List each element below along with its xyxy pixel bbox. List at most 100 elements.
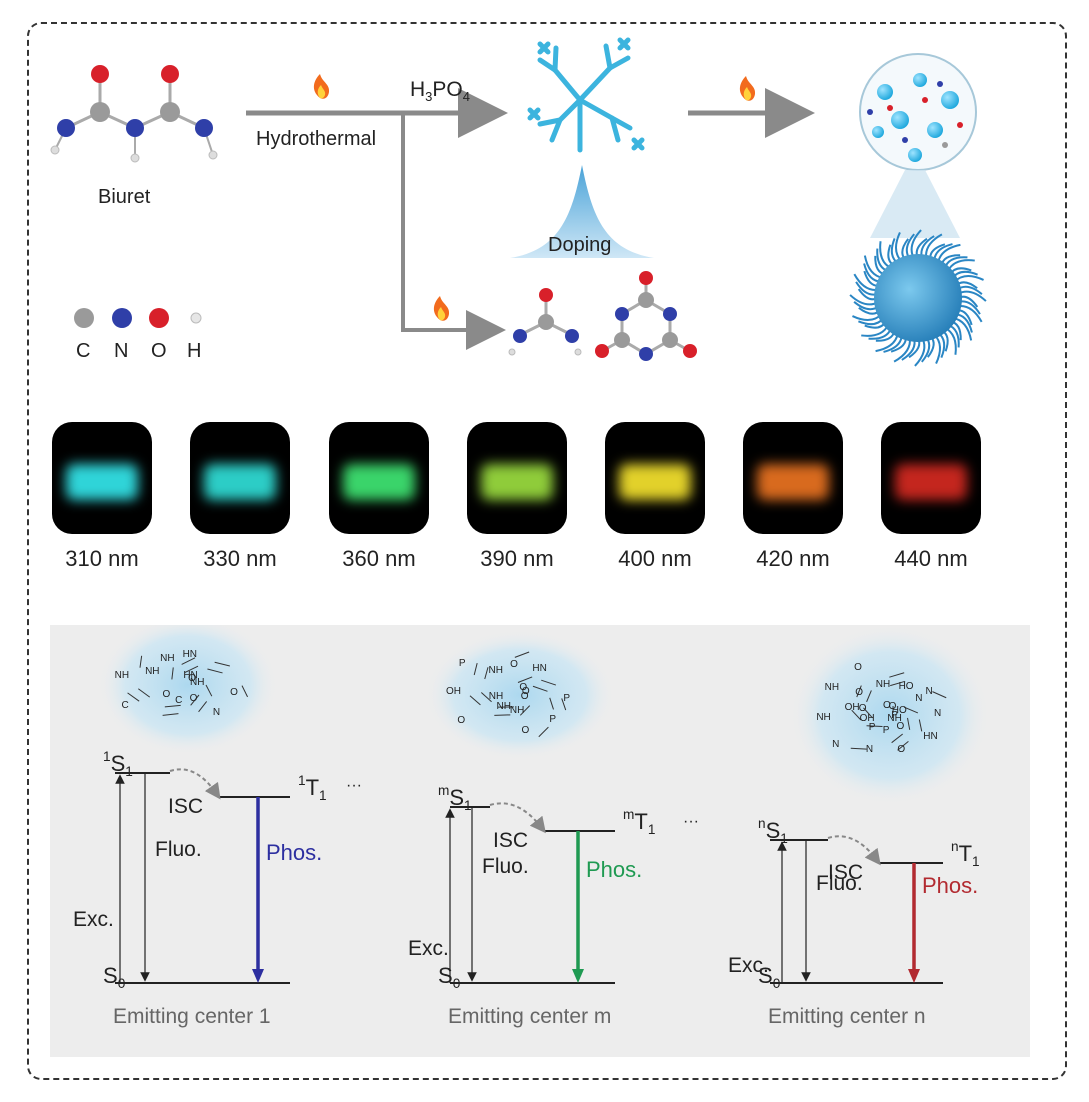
t1-label: 1T1 — [298, 773, 327, 803]
molecule-bond — [181, 657, 196, 665]
molecule-bond — [164, 704, 181, 708]
molecule-bond — [549, 697, 554, 710]
molecule-atom-label: OH — [446, 686, 461, 698]
molecule-atom-label: NH — [114, 670, 130, 682]
fluo-label: Fluo. — [816, 871, 863, 895]
phosphorescence-arrowhead — [908, 969, 920, 983]
molecule-bond — [198, 701, 208, 713]
wavelength-label: 390 nm — [480, 546, 554, 571]
molecule-bond — [514, 651, 530, 658]
molecule-glow — [425, 630, 615, 760]
phosphorescence-arrowhead — [572, 969, 584, 983]
molecule-atom-label: HN — [532, 662, 547, 674]
molecule-atom-label: O — [896, 721, 905, 733]
zoom-cone — [870, 170, 960, 238]
molecule-bond — [214, 661, 230, 667]
molecule-atom-label: N — [915, 693, 923, 705]
molecule-atom-label: O — [188, 672, 196, 684]
molecule-atom-label: NH — [875, 678, 891, 690]
molecule-bond — [171, 667, 174, 680]
emission-swatch — [329, 422, 429, 534]
hair-strand — [953, 275, 984, 283]
exc-label: Exc. — [728, 953, 769, 977]
emission-swatch — [743, 422, 843, 534]
emission-glow — [66, 464, 138, 500]
jablonski-svg — [98, 625, 990, 984]
molecule-atom-label: O — [189, 693, 198, 705]
legend-c: C — [76, 340, 91, 362]
emission-swatch — [605, 422, 705, 534]
molecule-bond — [139, 655, 143, 668]
molecule-atom-label: O — [888, 701, 897, 713]
molecule-bond — [897, 741, 909, 751]
molecule-atom-label: N — [933, 708, 942, 720]
wavelength-label: 440 nm — [894, 546, 968, 571]
emission-swatch — [52, 422, 152, 534]
molecule-atom-label: NH — [816, 711, 831, 723]
molecule-atom-label: O — [883, 699, 891, 711]
fluo-label: Fluo. — [482, 855, 529, 878]
molecule-atom-label: NH — [887, 713, 902, 725]
molecule-atom-label: NH — [824, 682, 840, 694]
molecule-atom-label: NH — [496, 700, 511, 712]
emission-glow — [895, 464, 967, 500]
molecule-atom-label: P — [563, 692, 571, 704]
molecule-bond — [561, 698, 567, 711]
molecule-bond — [866, 690, 872, 703]
doping-label: Doping — [548, 234, 612, 256]
molecule-bond — [538, 726, 549, 738]
wavelength-label: 400 nm — [618, 546, 692, 571]
hydrothermal-label: Hydrothermal — [256, 128, 377, 150]
molecule-atom-label: C — [121, 699, 129, 711]
flame-icon — [313, 74, 330, 99]
molecule-atom-label: NH — [488, 691, 504, 703]
molecule-bond — [856, 685, 862, 698]
emission-swatch — [467, 422, 567, 534]
emission-swatch — [881, 422, 981, 534]
emission-glow — [343, 464, 415, 500]
molecule-atom-label: O — [854, 662, 862, 674]
s1-label: nS1 — [758, 816, 788, 846]
molecule-bond — [162, 713, 179, 716]
t1-label: nT1 — [951, 839, 980, 869]
molecule-bond — [484, 667, 489, 680]
molecule-atom-label: NH — [488, 664, 503, 676]
urea-molecule — [508, 288, 582, 356]
molecule-atom-label: O — [519, 681, 528, 693]
molecule-atom-label: NH — [145, 665, 160, 677]
t1-label: mT1 — [623, 807, 656, 837]
isc-label: ISC — [828, 861, 864, 884]
emitting-center-caption: Emitting center 1 — [113, 1005, 271, 1028]
molecule-atom-label: O — [162, 689, 171, 701]
s0-label: S0 — [103, 963, 126, 991]
flame-icon — [739, 76, 756, 101]
molecule-atom-label: O — [457, 714, 466, 726]
molecule-bond — [851, 709, 862, 721]
emitting-center-caption: Emitting center m — [448, 1005, 612, 1028]
hairy-particle — [849, 229, 987, 367]
molecule-bond — [519, 705, 531, 716]
wavelength-label: 420 nm — [756, 546, 830, 571]
molecule-bond — [918, 719, 923, 732]
emission-glow — [757, 464, 829, 500]
molecule-bond — [903, 706, 919, 714]
molecule-atom-label: HN — [182, 648, 198, 660]
molecule-atom-label: O — [855, 686, 864, 698]
phos-label: Phos. — [266, 840, 323, 865]
molecule-bond — [866, 725, 883, 727]
molecule-atom-label: HO — [891, 705, 907, 717]
hair-strand — [852, 313, 883, 321]
molecule-atom-label: NH — [160, 652, 175, 664]
exc-label: Exc. — [408, 937, 449, 960]
s0-label: S0 — [438, 963, 461, 991]
emitting-center-caption: Emitting center n — [768, 1005, 926, 1028]
fluo-label: Fluo. — [155, 838, 202, 861]
molecule-bond — [480, 692, 492, 703]
molecule-atom-label: N — [925, 685, 933, 697]
s1-label: 1S1 — [103, 749, 133, 779]
molecule-atom-label: C — [175, 694, 183, 706]
molecule-atom-label: NH — [190, 677, 205, 688]
emission-glow — [204, 464, 276, 500]
emission-glow — [481, 464, 553, 500]
